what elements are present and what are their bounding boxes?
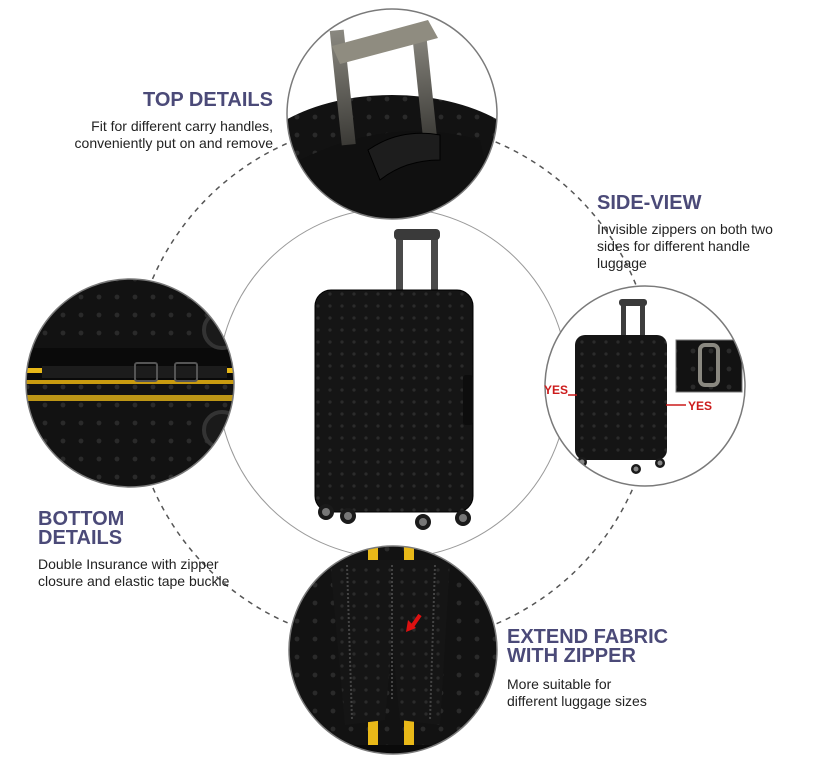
bottom-details-title-line2: DETAILS	[38, 527, 123, 549]
top-details-desc-line2: conveniently put on and remove	[74, 135, 273, 151]
yes-label-right: YES	[688, 399, 713, 413]
bottom-details-title-line1: BOTTOM	[38, 508, 125, 530]
side-view-desc-line3: luggage	[597, 255, 647, 271]
side-view-desc-line2: sides for different handle	[597, 238, 751, 254]
side-view-desc-line1: Invisible zippers on both two	[597, 221, 773, 237]
side-view-title: SIDE-VIEW	[597, 192, 702, 214]
extend-fabric-desc-line1: More suitable for	[507, 676, 612, 692]
yes-label-left: YES	[544, 383, 569, 397]
top-details-title: TOP DETAILS	[142, 89, 273, 111]
center-suitcase	[314, 229, 474, 530]
extend-fabric-desc-line2: different luggage sizes	[507, 693, 647, 709]
top-details-desc-line1: Fit for different carry handles,	[91, 118, 273, 134]
extend-fabric-title-line1: EXTEND FABRIC	[507, 626, 669, 648]
extend-fabric-title-line2: WITH ZIPPER	[507, 645, 636, 667]
side-view-photo	[544, 285, 746, 487]
extend-fabric-photo	[288, 545, 498, 755]
bottom-details-desc-line1: Double Insurance with zipper	[38, 556, 219, 572]
bottom-details-desc-line2: closure and elastic tape buckle	[38, 573, 230, 589]
bottom-detail-photo	[25, 278, 235, 488]
